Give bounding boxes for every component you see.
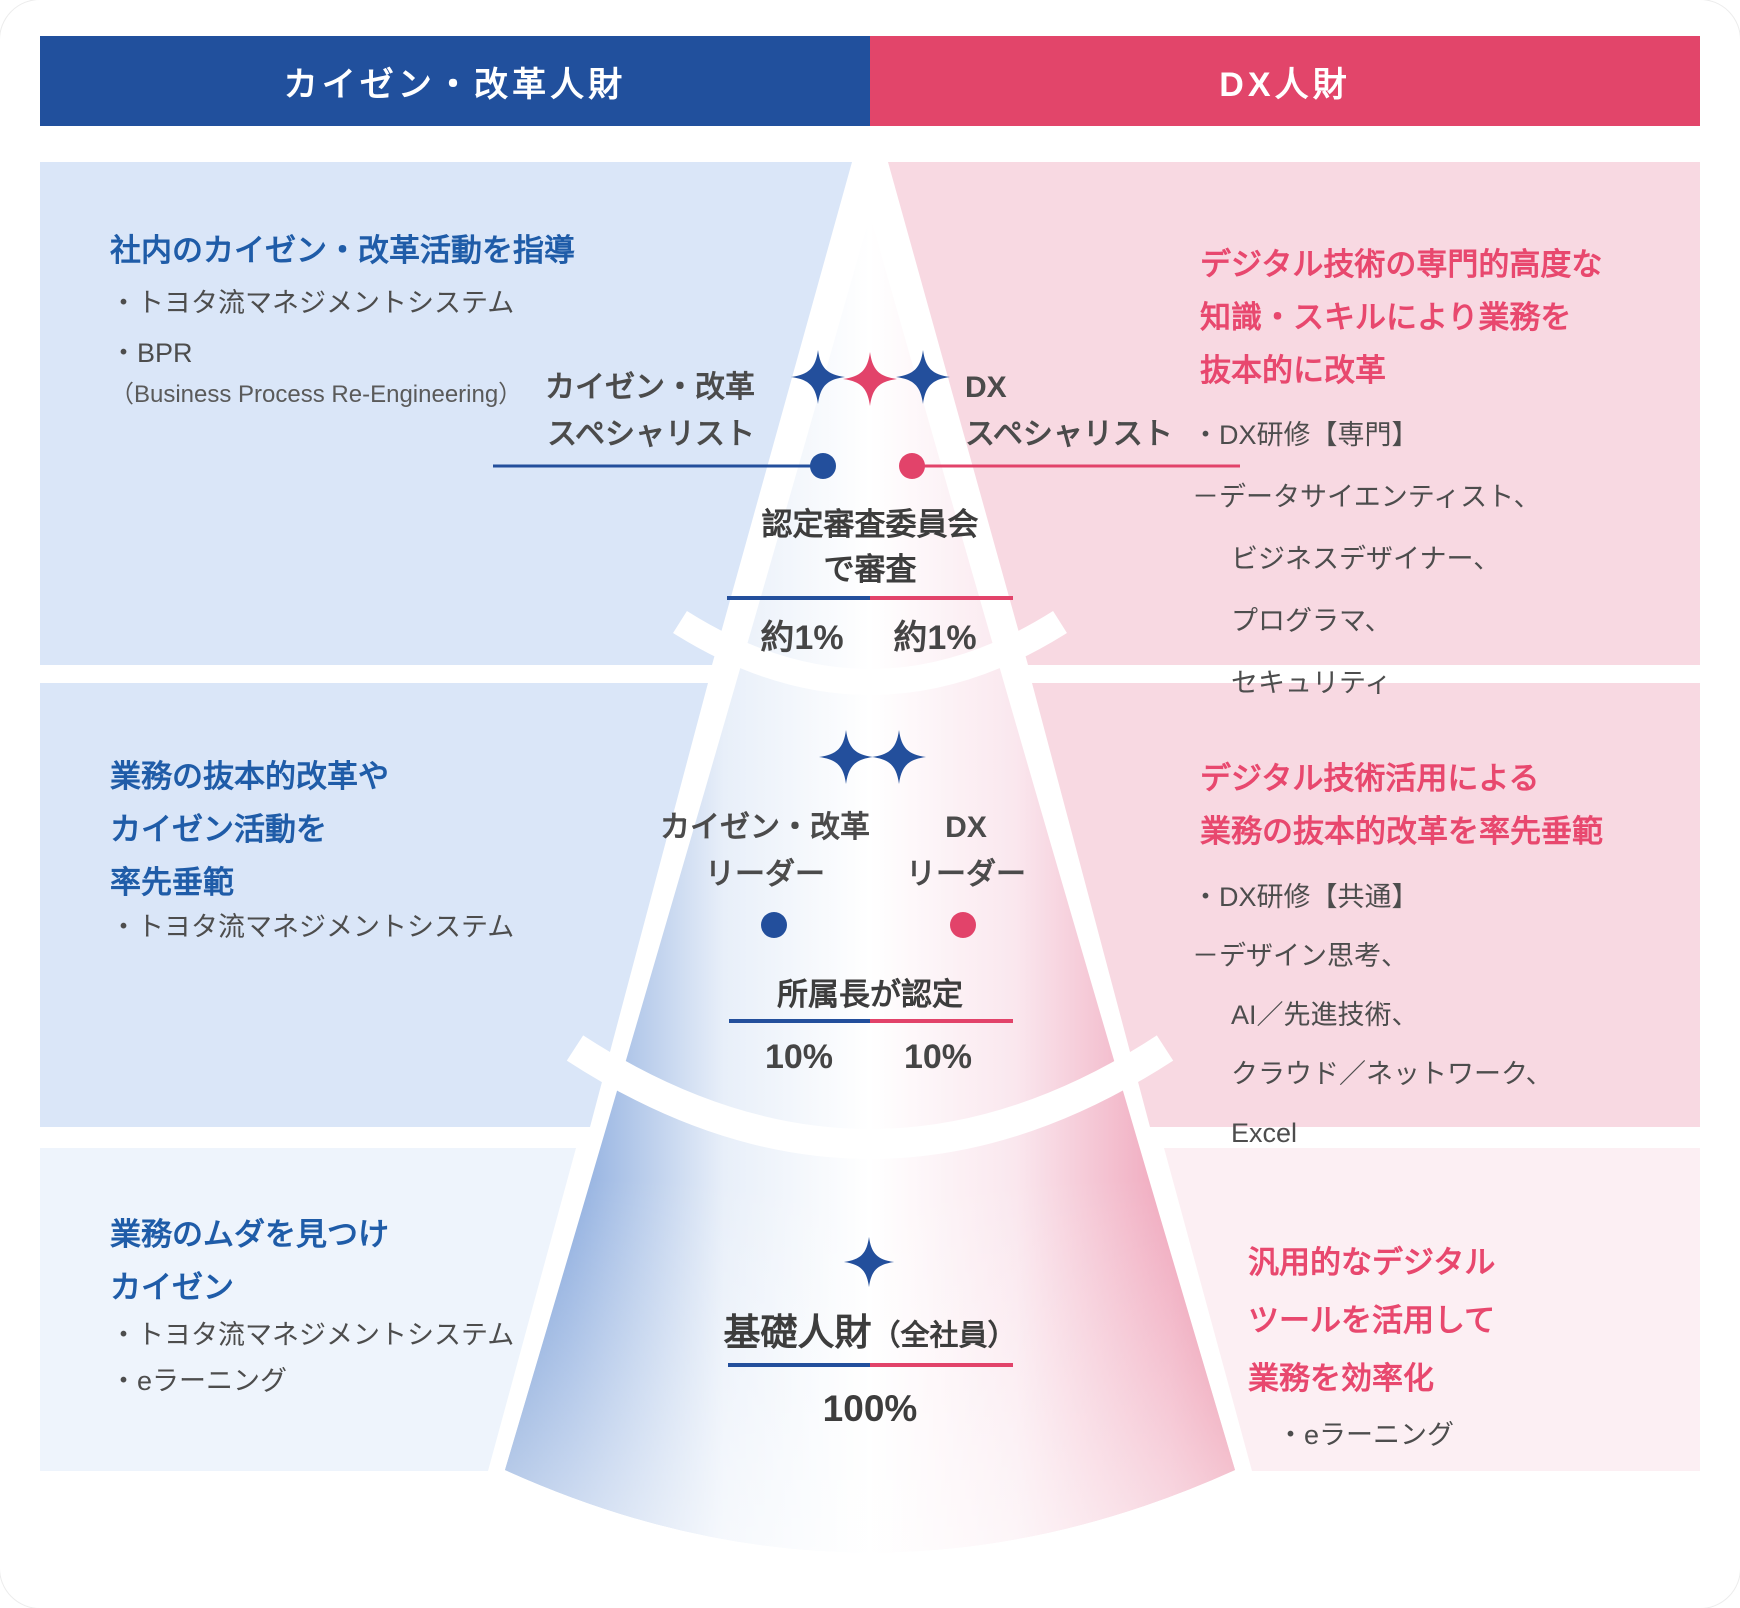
- kaizen-row1-title: 社内のカイゼン・改革活動を指導: [110, 233, 575, 268]
- kaizen-row3-bullets: ・トヨタ流マネジメントシステム ・eラーニング: [110, 1320, 515, 1396]
- header-kaizen-talent: カイゼン・改革人財: [40, 36, 870, 126]
- dx-specialist-dot: [899, 453, 925, 479]
- dx-row2-sub-bullets: AI／先進技術、 クラウド／ネットワーク、 Excel: [1231, 1000, 1553, 1148]
- tier-separator-1: [673, 611, 1067, 695]
- level1-right-percentage: 約1%: [893, 619, 977, 657]
- cone-bottom-fade: [505, 215, 1235, 1553]
- kaizen-leader-dot: [761, 912, 787, 938]
- dx-row2-bullets: ・DX研修【共通】 －デザイン思考、: [1192, 882, 1419, 971]
- dx-row1-sub-bullets: ビジネスデザイナー、 プログラマ、 セキュリティ: [1231, 544, 1501, 698]
- panel-kaizen-row3: [40, 1148, 576, 1471]
- tier-separator-2: [566, 1035, 1174, 1159]
- dx-row1-title: デジタル技術の専門的高度な 知識・スキルにより業務を 抜本的に改革: [1200, 247, 1603, 388]
- base-talent-label: 基礎人財（全社員）: [620, 1302, 1120, 1356]
- level2-right-percentage: 10%: [903, 1038, 973, 1076]
- panel-kaizen-row2: [40, 683, 708, 1127]
- panel-dx-row1: [888, 162, 1700, 665]
- panel-kaizen-row1: [40, 162, 852, 665]
- dx-row1-bullets: ・DX研修【専門】 －データサイエンティスト、: [1192, 420, 1541, 512]
- level2-left-percentage: 10%: [764, 1038, 834, 1076]
- dx-row3-bullets: ・eラーニング: [1277, 1420, 1455, 1450]
- dx-leader-dot: [950, 912, 976, 938]
- kaizen-row2-title: 業務の抜本的改革や カイゼン活動を 率先垂範: [110, 759, 389, 900]
- panel-dx-row2: [1032, 683, 1700, 1127]
- kaizen-leader-label: カイゼン・改革 リーダー: [660, 811, 870, 891]
- level2-certification: 所属長が認定: [777, 977, 963, 1012]
- kaizen-row1-bullets: ・トヨタ流マネジメントシステム ・BPR: [110, 288, 515, 368]
- base-talent-suffix: （全社員）: [871, 1320, 1017, 1352]
- dx-leader-label: DX リーダー: [906, 811, 1026, 891]
- dx-row3-title: 汎用的なデジタル ツールを活用して 業務を効率化: [1248, 1245, 1496, 1396]
- level3-percentage: 100%: [822, 1388, 918, 1429]
- kaizen-row2-bullets: ・トヨタ流マネジメントシステム: [110, 912, 515, 942]
- kaizen-specialist-label: カイゼン・改革 スペシャリスト: [545, 371, 755, 451]
- base-talent-name: 基礎人財: [723, 1312, 872, 1353]
- header-dx-talent: DX人財: [870, 36, 1700, 126]
- level1-left-percentage: 約1%: [760, 619, 844, 657]
- kaizen-specialist-dot: [810, 453, 836, 479]
- kaizen-row3-title: 業務のムダを見つけ カイゼン: [110, 1217, 389, 1305]
- level1-certification: 認定審査委員会 で審査: [761, 507, 979, 587]
- dx-specialist-label: DX スペシャリスト: [965, 371, 1173, 451]
- kaizen-row1-note: （Business Process Re-Engineering）: [110, 381, 523, 408]
- dx-row2-title: デジタル技術活用による 業務の抜本的改革を率先垂範: [1200, 761, 1603, 849]
- panel-dx-row3: [1164, 1148, 1700, 1471]
